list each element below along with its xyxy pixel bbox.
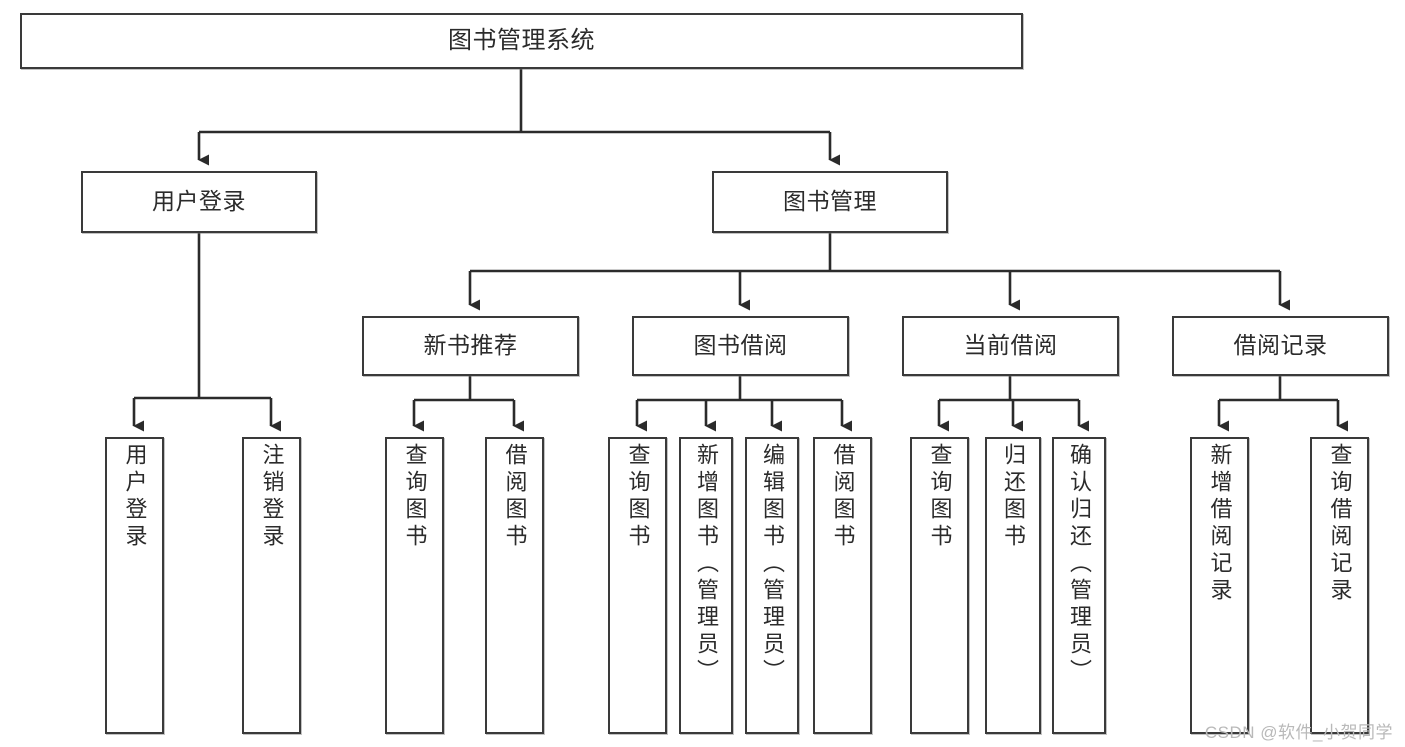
leaf-confirm-return[interactable]: 确认归还（管理员） xyxy=(1052,437,1106,734)
node-book-borrow-label: 图书借阅 xyxy=(693,332,788,359)
leaf-add-borrow-record[interactable]: 新增借阅记录 xyxy=(1190,437,1249,734)
leaf-edit-book-label: 编辑图书（管理员） xyxy=(760,443,785,686)
leaf-borrow-book[interactable]: 借阅图书 xyxy=(813,437,872,734)
leaf-user-login[interactable]: 用户登录 xyxy=(105,437,164,734)
leaf-query-book-borrow[interactable]: 查询图书 xyxy=(608,437,667,734)
leaf-query-book-borrow-label: 查询图书 xyxy=(625,443,651,551)
leaf-borrow-book-recommend-label: 借阅图书 xyxy=(502,443,528,551)
leaf-logout-label: 注销登录 xyxy=(259,443,285,551)
node-current-borrow-label: 当前借阅 xyxy=(963,332,1058,359)
node-book-manage-label: 图书管理 xyxy=(783,188,877,215)
node-user-login[interactable]: 用户登录 xyxy=(81,171,317,233)
leaf-logout[interactable]: 注销登录 xyxy=(242,437,301,734)
node-borrow-record[interactable]: 借阅记录 xyxy=(1172,316,1389,376)
leaf-query-book-current-label: 查询图书 xyxy=(927,443,953,551)
leaf-query-book-current[interactable]: 查询图书 xyxy=(910,437,969,734)
node-user-login-label: 用户登录 xyxy=(152,188,246,215)
node-new-book-recommend[interactable]: 新书推荐 xyxy=(362,316,579,376)
leaf-query-borrow-record-label: 查询借阅记录 xyxy=(1327,443,1353,605)
leaf-query-book-recommend-label: 查询图书 xyxy=(402,443,428,551)
node-book-borrow[interactable]: 图书借阅 xyxy=(632,316,849,376)
leaf-add-book[interactable]: 新增图书（管理员） xyxy=(679,437,733,734)
leaf-query-book-recommend[interactable]: 查询图书 xyxy=(385,437,444,734)
leaf-add-book-label: 新增图书（管理员） xyxy=(694,443,719,686)
leaf-query-borrow-record[interactable]: 查询借阅记录 xyxy=(1310,437,1369,734)
leaf-edit-book[interactable]: 编辑图书（管理员） xyxy=(745,437,799,734)
leaf-return-book[interactable]: 归还图书 xyxy=(985,437,1041,734)
csdn-watermark: CSDN @软件_小贺同学 xyxy=(1204,723,1393,742)
node-root[interactable]: 图书管理系统 xyxy=(20,13,1023,69)
leaf-borrow-book-label: 借阅图书 xyxy=(830,443,856,551)
leaf-return-book-label: 归还图书 xyxy=(1001,443,1026,551)
leaf-borrow-book-recommend[interactable]: 借阅图书 xyxy=(485,437,544,734)
node-new-book-recommend-label: 新书推荐 xyxy=(423,332,518,359)
leaf-confirm-return-label: 确认归还（管理员） xyxy=(1067,443,1092,686)
node-book-manage[interactable]: 图书管理 xyxy=(712,171,948,233)
node-current-borrow[interactable]: 当前借阅 xyxy=(902,316,1119,376)
node-root-label: 图书管理系统 xyxy=(448,26,595,54)
leaf-add-borrow-record-label: 新增借阅记录 xyxy=(1207,443,1233,605)
node-borrow-record-label: 借阅记录 xyxy=(1233,332,1328,359)
leaf-user-login-label: 用户登录 xyxy=(122,443,148,551)
